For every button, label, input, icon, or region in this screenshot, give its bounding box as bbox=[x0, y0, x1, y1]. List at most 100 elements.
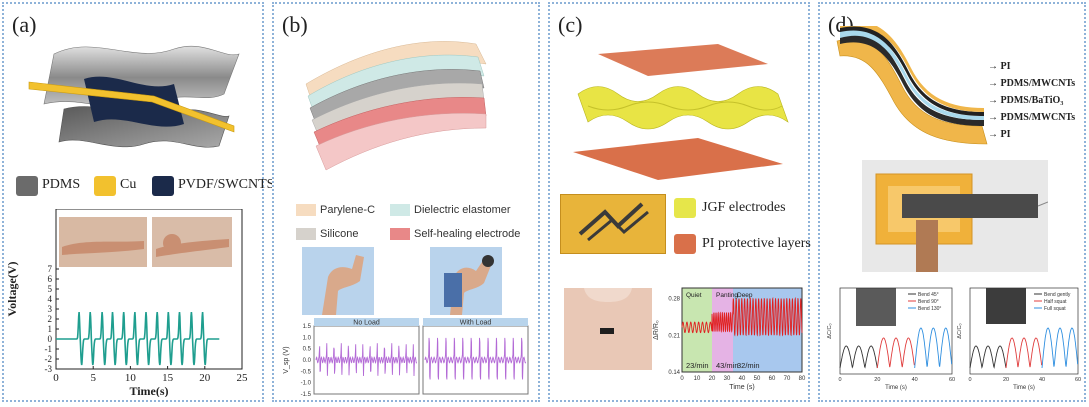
series-trace bbox=[876, 337, 915, 369]
chart-a-xlabel: Time(s) bbox=[129, 384, 168, 397]
x-tick-label: 20 bbox=[709, 376, 716, 382]
segment-label: No Load bbox=[353, 320, 380, 327]
x-tick-label: 80 bbox=[799, 376, 806, 382]
y-tick-label: 0.0 bbox=[303, 358, 312, 364]
chart-c-xlabel: Time (s) bbox=[729, 384, 754, 391]
panel-c-sensor-photo bbox=[560, 194, 666, 254]
x-tick-label: 60 bbox=[769, 376, 776, 382]
segment-label: With Load bbox=[460, 320, 492, 327]
legend-entry: Half squat bbox=[1044, 299, 1067, 305]
panel-b: (b) Parylene-C Dielectric elastomer Sili… bbox=[272, 2, 540, 402]
panel-c-chest-photo bbox=[564, 288, 652, 370]
chart-d-xlabel: Time (s) bbox=[885, 385, 907, 391]
x-tick-label: 20 bbox=[199, 372, 211, 384]
x-tick-label: 50 bbox=[754, 376, 761, 382]
breathing-trace bbox=[681, 296, 803, 337]
legend-pdms: PDMS bbox=[42, 177, 81, 192]
y-tick-label: -3 bbox=[45, 364, 53, 374]
y-tick-label: 4 bbox=[48, 294, 53, 304]
panel-d: (d) → PI → PDMS/MWCNTs → PDMS/BaTiO₃ → P… bbox=[818, 2, 1086, 402]
x-tick-label: 20 bbox=[1003, 377, 1009, 383]
y-tick-label: 0.5 bbox=[303, 347, 312, 353]
phase-rate: 43/min bbox=[716, 361, 739, 370]
y-tick-label: 1 bbox=[48, 324, 53, 334]
y-tick-label: -1 bbox=[45, 344, 53, 354]
chart-d-frame bbox=[969, 287, 1079, 375]
panel-c-sensor-electrode-pattern bbox=[578, 202, 649, 242]
legend-silicone: Silicone bbox=[320, 228, 359, 240]
legend-self-healing-electrode: Self-healing electrode bbox=[414, 228, 521, 240]
legend-entry: Full squat bbox=[1044, 306, 1066, 312]
legend-pvdf: PVDF/SWCNTS bbox=[178, 177, 275, 192]
x-tick-label: 40 bbox=[739, 376, 746, 382]
y-tick-label: 2 bbox=[48, 314, 53, 324]
series-trace bbox=[969, 345, 1007, 369]
panel-c-sandwich-illustration bbox=[573, 44, 789, 180]
y-tick-label: 0.14 bbox=[668, 370, 680, 376]
x-tick-label: 0 bbox=[680, 376, 684, 382]
pvdf-swatch bbox=[152, 176, 174, 196]
x-tick-label: 60 bbox=[949, 377, 955, 383]
x-tick-label: 20 bbox=[874, 377, 880, 383]
vsp-trace bbox=[424, 337, 527, 380]
x-tick-label: 15 bbox=[162, 372, 174, 384]
x-tick-label: 0 bbox=[968, 377, 971, 383]
chart-a-ylabel: Voltage(V) bbox=[5, 262, 19, 317]
cu-swatch bbox=[94, 176, 116, 196]
chart-d-frame bbox=[839, 287, 953, 375]
x-tick-label: 0 bbox=[53, 372, 59, 384]
pi-swatch bbox=[674, 234, 696, 254]
jgf-swatch bbox=[674, 198, 696, 218]
y-tick-label: -1.5 bbox=[301, 392, 312, 398]
phase-rate: 23/min bbox=[686, 361, 709, 370]
x-tick-label: 60 bbox=[1075, 377, 1081, 383]
parylene-swatch bbox=[296, 204, 316, 216]
y-tick-label: 1.0 bbox=[303, 335, 312, 341]
phase-band bbox=[712, 288, 733, 372]
pdms-swatch bbox=[16, 176, 38, 196]
x-tick-label: 40 bbox=[1039, 377, 1045, 383]
panel-d-layer-illustration bbox=[836, 26, 988, 145]
y-tick-label: 0 bbox=[48, 334, 53, 344]
chart-d-xlabel: Time (s) bbox=[1013, 385, 1035, 391]
y-tick-label: -2 bbox=[45, 354, 53, 364]
layer-label-pdms-mwcnts-top: → PDMS/MWCNTs bbox=[988, 78, 1076, 89]
x-tick-label: 30 bbox=[724, 376, 731, 382]
y-tick-label: 5 bbox=[48, 284, 53, 294]
knee-photo-left bbox=[856, 288, 896, 326]
legend-pi-protective-layers: PI protective layers bbox=[702, 236, 811, 251]
chart-c-ylabel: ΔR/R₀ bbox=[653, 320, 660, 340]
chart-d-ylabel: ΔC/C₀ bbox=[957, 323, 963, 338]
y-tick-label: 1.5 bbox=[303, 324, 312, 330]
y-tick-label: 7 bbox=[48, 264, 53, 274]
silicone-swatch bbox=[296, 228, 316, 240]
chart-b-ylabel: V_sp (V) bbox=[283, 346, 290, 373]
phase-name: Deep bbox=[737, 292, 753, 299]
panel-b-layer-stack bbox=[305, 41, 487, 171]
layer-label-pi-bottom: → PI bbox=[988, 129, 1011, 140]
y-tick-label: 3 bbox=[48, 304, 53, 314]
series-trace bbox=[1005, 337, 1043, 369]
y-tick-label: -0.5 bbox=[301, 369, 312, 375]
legend-parylene-c: Parylene-C bbox=[320, 204, 376, 216]
legend-entry: Bend gently bbox=[1044, 292, 1071, 298]
y-tick-label: -1.0 bbox=[301, 381, 312, 387]
panel-c: (c) JGF electrodes PI protective layers … bbox=[548, 2, 811, 402]
x-tick-label: 25 bbox=[237, 372, 249, 384]
panel-b-arm-photos bbox=[302, 247, 502, 315]
series-trace bbox=[839, 345, 878, 369]
sensor-patch bbox=[600, 328, 614, 334]
panel-d-sensor-photo bbox=[862, 160, 1048, 272]
legend-jgf-electrodes: JGF electrodes bbox=[702, 200, 786, 215]
phase-name: Panting bbox=[716, 292, 738, 299]
series-trace bbox=[1041, 327, 1079, 369]
x-tick-label: 70 bbox=[784, 376, 791, 382]
legend-entry: Bend 45° bbox=[918, 292, 939, 298]
panel-a-device-illustration bbox=[28, 45, 240, 148]
knee-photo-right bbox=[986, 288, 1026, 324]
series-trace bbox=[914, 327, 953, 369]
